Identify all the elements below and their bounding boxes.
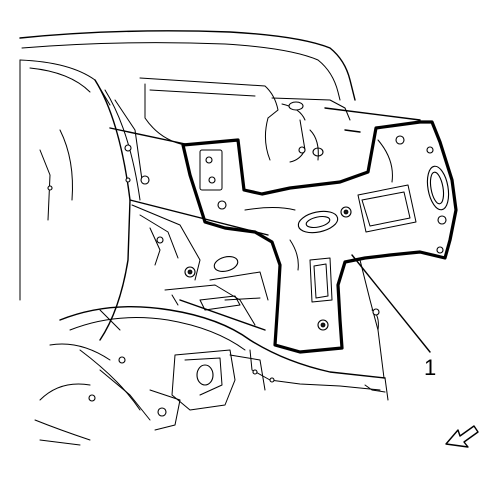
lower-body-edge	[359, 259, 389, 401]
wheelhouse	[39, 305, 386, 411]
rear-pillar-structure	[264, 97, 351, 163]
suspension-components	[34, 349, 275, 446]
side-frame	[19, 59, 150, 341]
lower-inner-structure	[131, 204, 269, 326]
roof-outline	[19, 30, 356, 106]
callout-leader	[351, 254, 431, 353]
callout-label-1: 1	[424, 355, 437, 380]
front-arrow-icon	[445, 425, 479, 448]
quarter-inner-panel	[181, 120, 458, 354]
window-opening	[139, 77, 279, 146]
